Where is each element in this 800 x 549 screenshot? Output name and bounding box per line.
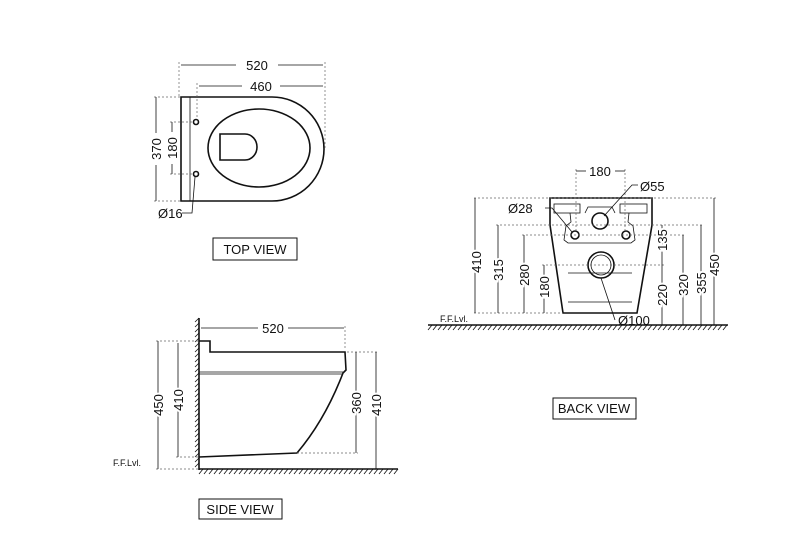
top-view: 520 460 370 180 Ø16 TOP VIEW [149, 58, 326, 261]
dim-hole-28: Ø28 [508, 201, 533, 216]
dim-410-side-right: 410 [369, 394, 384, 416]
top-view-label: TOP VIEW [223, 242, 287, 257]
dim-320: 320 [676, 274, 691, 296]
back-view: F.F.Lvl. 180 Ø55 Ø28 Ø100 410 315 280 18… [427, 164, 728, 420]
dim-220: 220 [655, 284, 670, 306]
dim-360-side: 360 [349, 392, 364, 414]
back-view-label: BACK VIEW [558, 401, 631, 416]
dim-inlet-55: Ø55 [640, 179, 665, 194]
hatching [194, 317, 399, 475]
dim-180-height: 180 [537, 276, 552, 298]
seat-opening [207, 108, 311, 188]
dim-520: 520 [246, 58, 268, 73]
dim-180-spacing: 180 [589, 164, 611, 179]
top-outline [180, 96, 325, 202]
side-outline [198, 340, 347, 458]
dim-450: 450 [707, 254, 722, 276]
top-view-label-box [212, 237, 298, 261]
hatching [427, 324, 728, 331]
dim-280: 280 [517, 264, 532, 286]
dim-hole-16: Ø16 [158, 206, 183, 221]
dim-460: 460 [250, 79, 272, 94]
inlet-hole [591, 212, 609, 230]
dim-135: 135 [655, 229, 670, 251]
side-view-label-box [198, 498, 283, 520]
bowl-opening [219, 133, 258, 161]
dim-355: 355 [694, 272, 709, 294]
dim-315: 315 [491, 259, 506, 281]
ffl-label-side: F.F.Lvl. [113, 458, 141, 468]
side-view: 520 450 410 360 410 F.F.Lvl. SIDE VIEW [113, 317, 399, 520]
dim-180: 180 [165, 137, 180, 159]
dim-370: 370 [149, 138, 164, 160]
dim-410: 410 [469, 251, 484, 273]
back-outline [549, 197, 653, 314]
dim-410-side-left: 410 [171, 389, 186, 411]
dim-520-side: 520 [262, 321, 284, 336]
fixing-hole [192, 118, 200, 126]
back-view-label-box [552, 397, 637, 420]
dim-450-side: 450 [151, 394, 166, 416]
side-view-label: SIDE VIEW [206, 502, 274, 517]
fixing-hole [192, 170, 200, 178]
dim-outlet-100: Ø100 [618, 313, 650, 328]
ffl-label: F.F.Lvl. [440, 314, 468, 324]
